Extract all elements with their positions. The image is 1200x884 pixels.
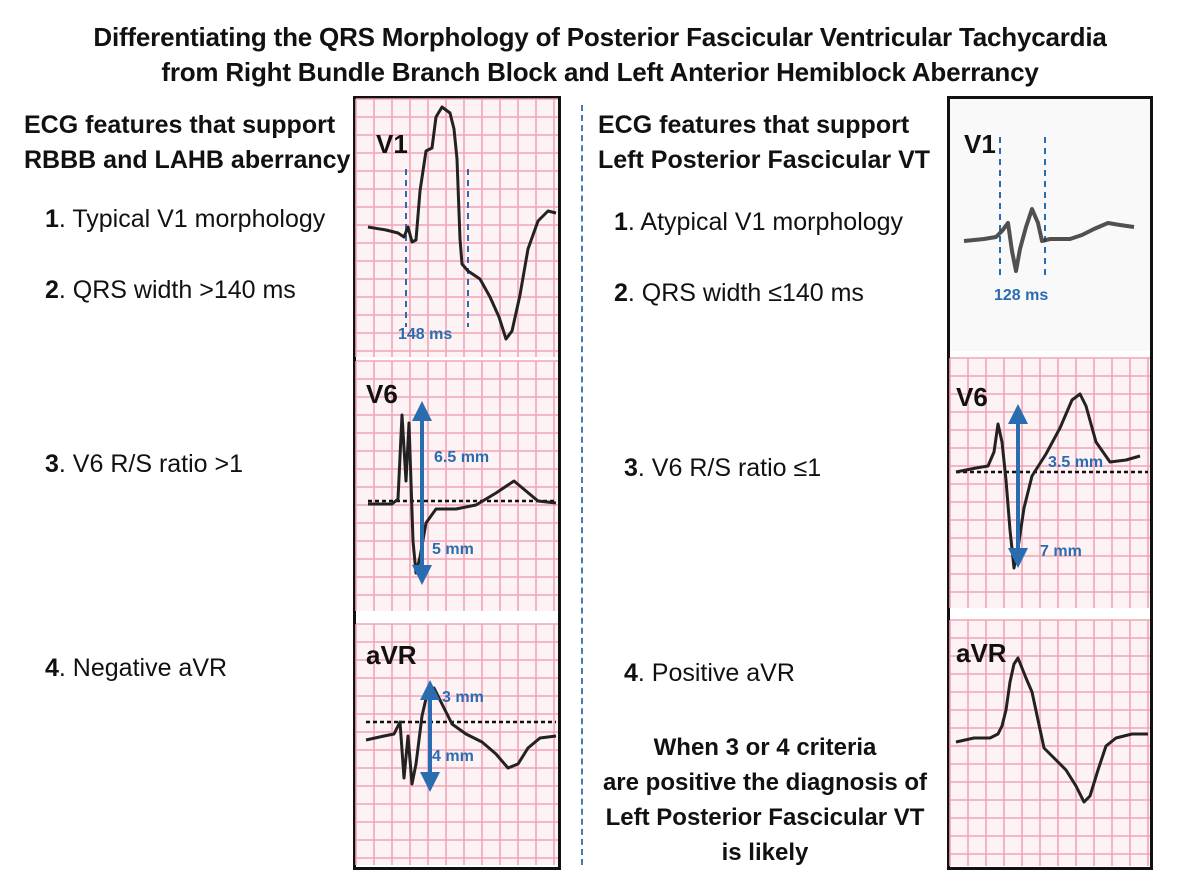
conclusion-line-1: When 3 or 4 criteria (653, 734, 877, 761)
arrow-head-up (412, 401, 432, 421)
ecg-grid (355, 360, 558, 611)
right-ecg-panel-frame (947, 96, 1153, 870)
lead-label-v6: V6 (956, 382, 988, 412)
left-avr-strip: aVR 3 mm 4 mm (355, 623, 558, 865)
right-v1-strip: V1 128 ms (950, 99, 1150, 351)
figure-title-line-1: Differentiating the QRS Morphology of Po… (93, 22, 1107, 52)
grid-background (950, 358, 1150, 608)
left-heading-line-1: ECG features that support (24, 111, 336, 139)
qrs-width-label: 128 ms (994, 287, 1048, 304)
criterion-number: 2 (614, 279, 628, 307)
grid-background (356, 361, 558, 611)
lead-label-v6: V6 (366, 379, 398, 409)
left-criterion-2: 2. QRS width >140 ms (45, 276, 296, 305)
criterion-text: . QRS width >140 ms (58, 276, 296, 304)
ecg-grid (949, 619, 1150, 866)
criterion-number: 3 (45, 450, 59, 478)
left-criterion-3: 3. V6 R/S ratio >1 (45, 450, 243, 479)
left-v6-strip: V6 6.5 mm 5 mm (355, 360, 558, 611)
s-wave-amplitude-label: 7 mm (1040, 543, 1082, 560)
left-criterion-4: 4. Negative aVR (45, 654, 227, 683)
left-heading: ECG features that support RBBB and LAHB … (24, 108, 350, 178)
conclusion-line-2: are positive the diagnosis of (602, 769, 928, 796)
criterion-text: . Negative aVR (58, 654, 228, 682)
column-divider (581, 105, 583, 865)
criterion-number: 4 (45, 654, 59, 682)
right-criterion-1: 1. Atypical V1 morphology (614, 208, 903, 237)
grid-background (950, 620, 1150, 866)
arrow-head-up (420, 680, 440, 700)
criterion-text: . QRS width ≤140 ms (627, 279, 864, 307)
r-wave-amplitude-label: 6.5 mm (434, 449, 489, 466)
conclusion-line-4: is likely (721, 839, 809, 866)
left-ecg-panel-frame (353, 96, 561, 870)
criterion-text: . V6 R/S ratio >1 (58, 450, 244, 478)
right-heading-line-1: ECG features that support (598, 111, 910, 139)
arrow-head-down (420, 772, 440, 792)
r-wave-amplitude-label: 3.5 mm (1048, 454, 1103, 471)
criterion-number: 2 (45, 276, 59, 304)
ecg-grid (355, 98, 558, 357)
v1-trace (367, 105, 557, 341)
figure-title-line-2: from Right Bundle Branch Block and Left … (161, 57, 1039, 87)
lead-label-avr: aVR (366, 640, 417, 670)
positive-deflection-label: 3 mm (442, 689, 484, 706)
left-criterion-1: 1. Typical V1 morphology (45, 205, 325, 234)
conclusion-line-3: Left Posterior Fascicular VT (605, 804, 925, 831)
criterion-number: 4 (624, 659, 638, 687)
right-v6-strip: V6 3.5 mm 7 mm (949, 357, 1150, 608)
right-criterion-4: 4. Positive aVR (624, 659, 795, 688)
v1-trace (963, 207, 1135, 273)
criterion-text: . Typical V1 morphology (58, 205, 326, 233)
s-wave-amplitude-label: 5 mm (432, 541, 474, 558)
criterion-text: . Atypical V1 morphology (627, 208, 904, 236)
v6-trace (955, 392, 1141, 570)
lead-label-v1: V1 (964, 129, 996, 159)
criterion-text: . Positive aVR (637, 659, 795, 687)
diagnostic-conclusion: When 3 or 4 criteria are positive the di… (575, 730, 955, 870)
grid-background (356, 624, 558, 865)
arrow-head-down (1008, 548, 1028, 568)
arrow-head-down (412, 565, 432, 585)
criterion-number: 1 (614, 208, 628, 236)
negative-deflection-label: 4 mm (432, 748, 474, 765)
ecg-grid (949, 357, 1150, 608)
arrow-head-up (1008, 404, 1028, 424)
left-v1-strip: V1 148 ms (355, 98, 558, 357)
avr-trace (955, 656, 1148, 804)
right-avr-strip: aVR (949, 619, 1150, 866)
lead-label-avr: aVR (956, 638, 1007, 668)
lead-label-v1: V1 (376, 129, 408, 159)
qrs-width-label: 148 ms (398, 326, 452, 343)
right-criterion-2: 2. QRS width ≤140 ms (614, 279, 864, 308)
right-heading-line-2: Left Posterior Fascicular VT (598, 146, 931, 174)
grid-background (356, 99, 558, 357)
left-heading-line-2: RBBB and LAHB aberrancy (24, 146, 351, 174)
right-criterion-3: 3. V6 R/S ratio ≤1 (624, 454, 821, 483)
criterion-number: 1 (45, 205, 59, 233)
criterion-number: 3 (624, 454, 638, 482)
criterion-text: . V6 R/S ratio ≤1 (637, 454, 822, 482)
right-heading: ECG features that support Left Posterior… (598, 108, 930, 178)
